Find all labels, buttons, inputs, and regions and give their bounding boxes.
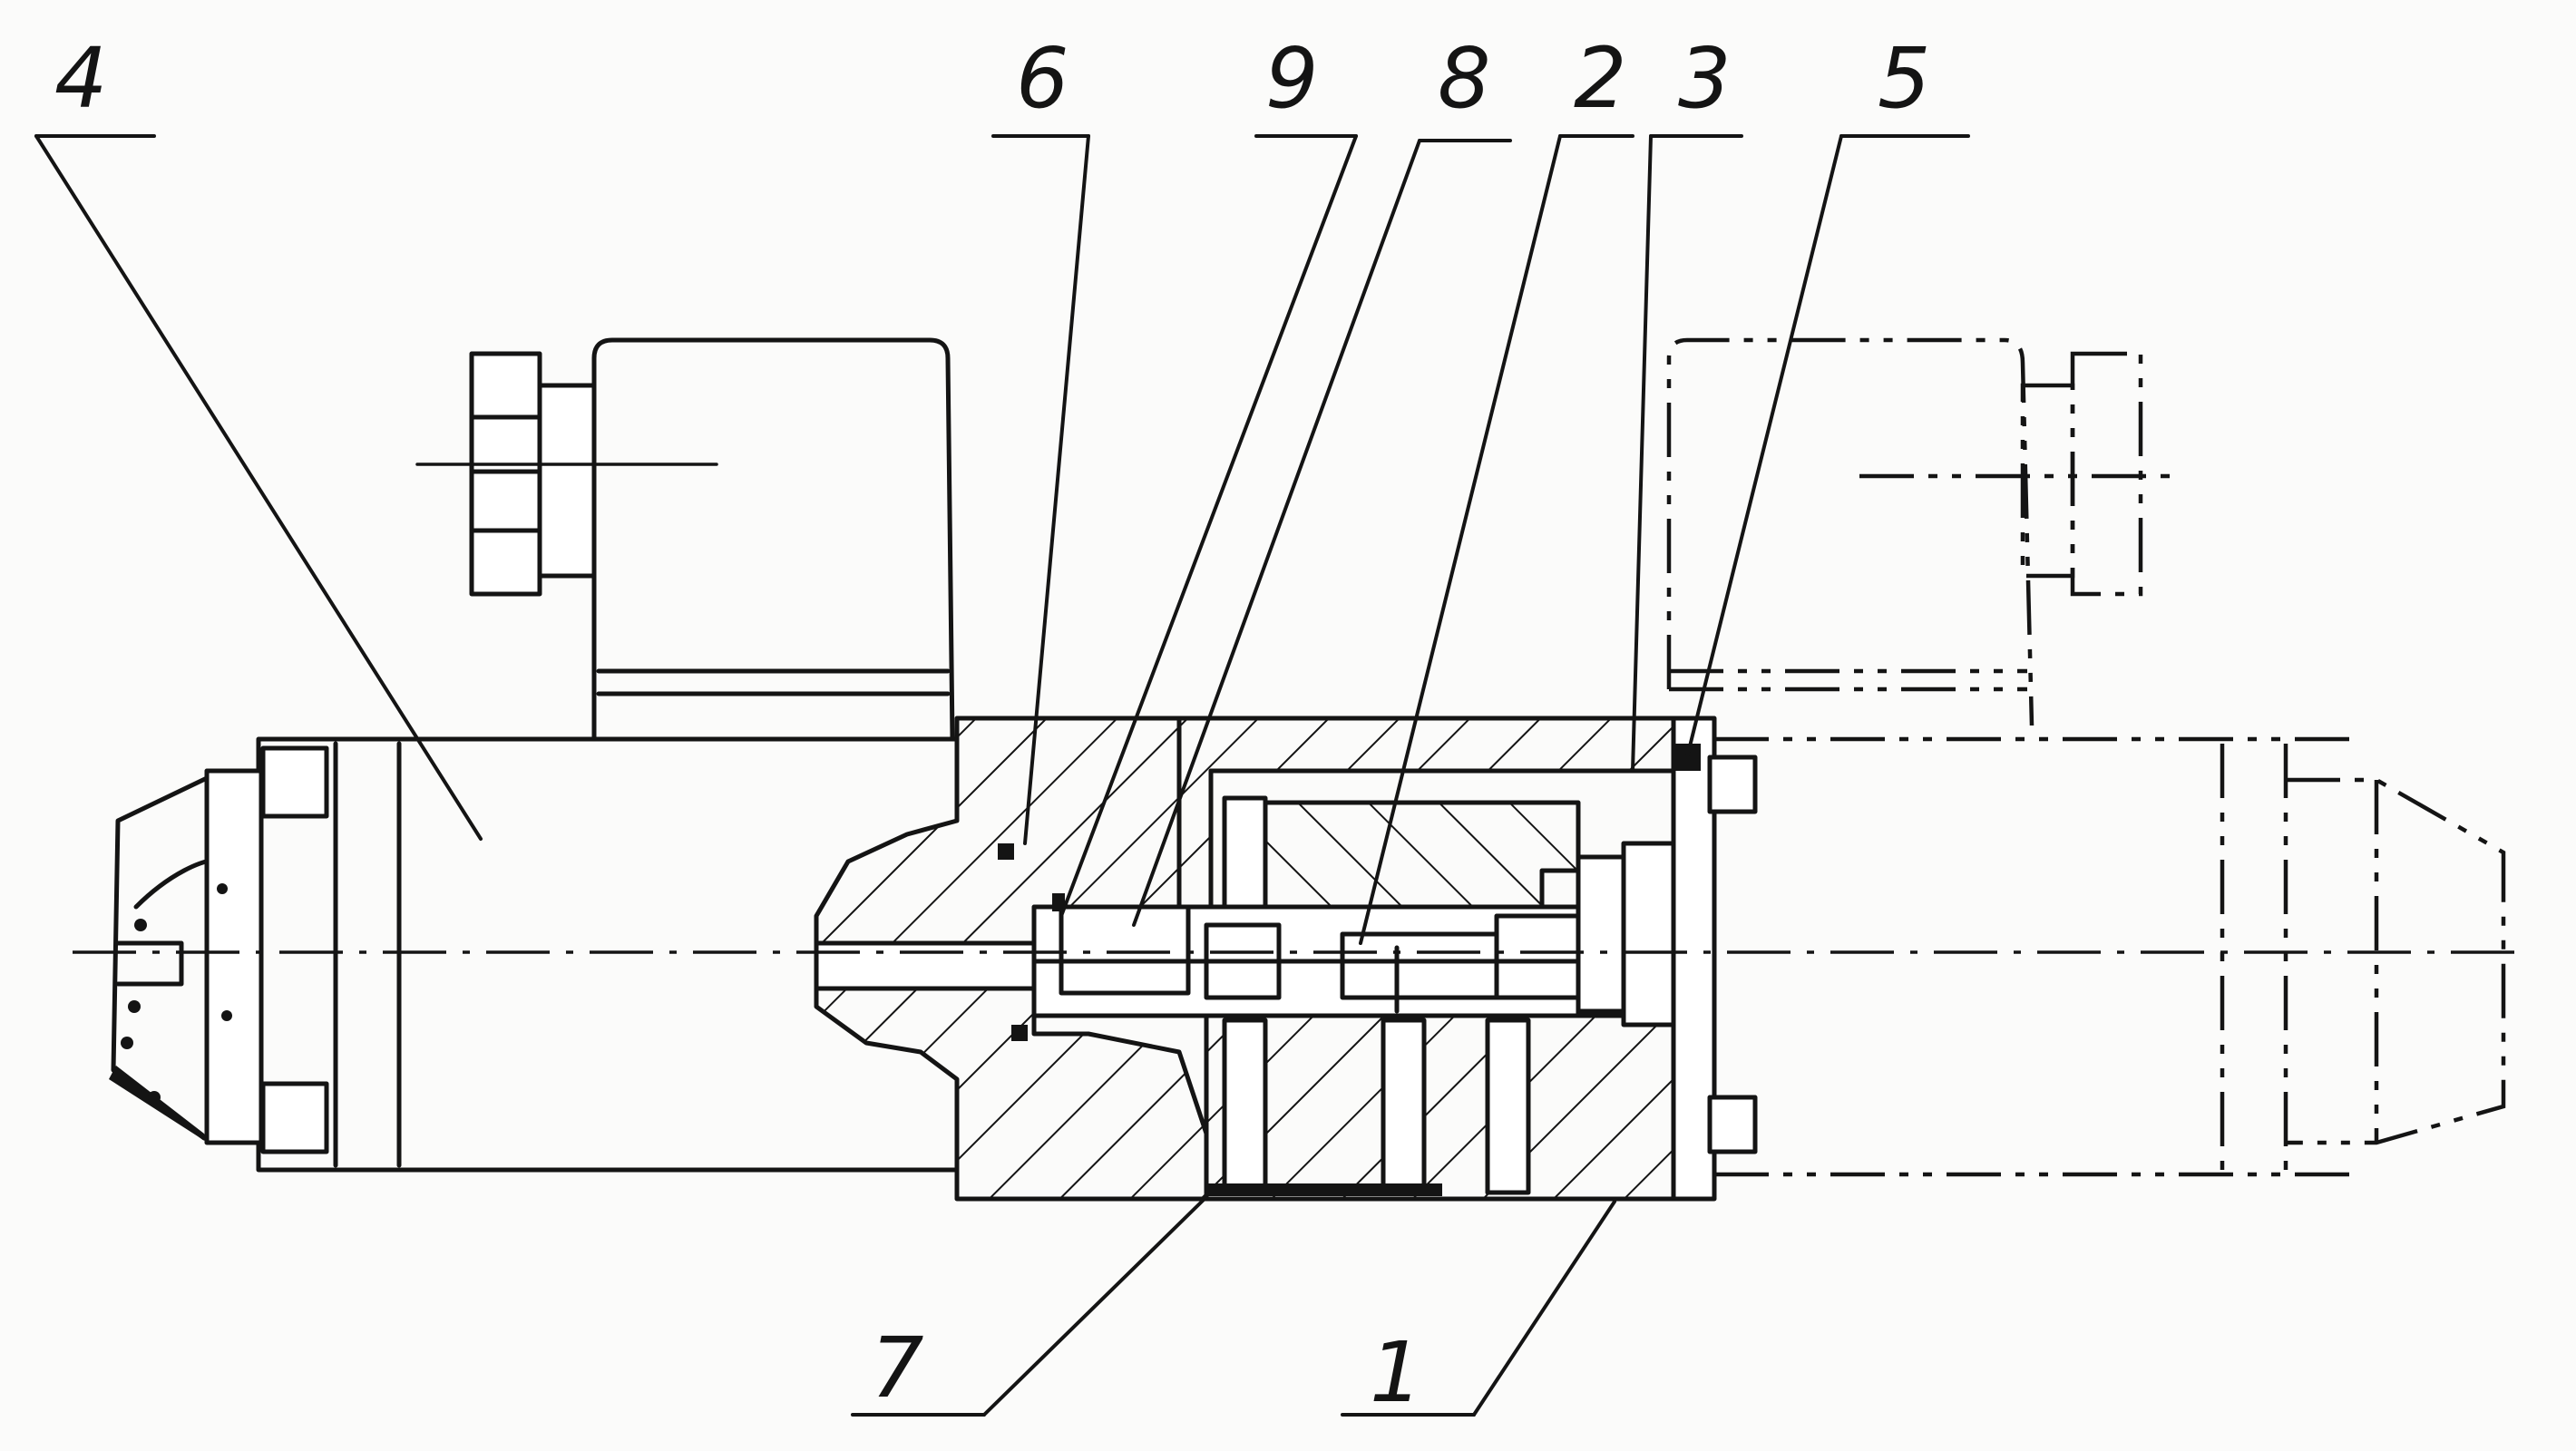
- label-5: 5: [1878, 30, 1931, 127]
- part-labels: 4 6 9 8 2 3 5 7 1: [54, 30, 1931, 1421]
- label-1: 1: [1370, 1324, 1423, 1421]
- valve-body-section: [814, 716, 1758, 1202]
- label-9: 9: [1265, 30, 1319, 127]
- leader-lines: [34, 134, 1970, 1417]
- left-solenoid: [109, 337, 964, 1173]
- label-6: 6: [1016, 30, 1069, 127]
- label-4: 4: [54, 30, 108, 127]
- right-solenoid-phantom: [1666, 337, 2506, 1177]
- label-2: 2: [1574, 30, 1627, 127]
- label-8: 8: [1438, 30, 1491, 127]
- label-7: 7: [871, 1320, 924, 1417]
- label-3: 3: [1678, 30, 1732, 127]
